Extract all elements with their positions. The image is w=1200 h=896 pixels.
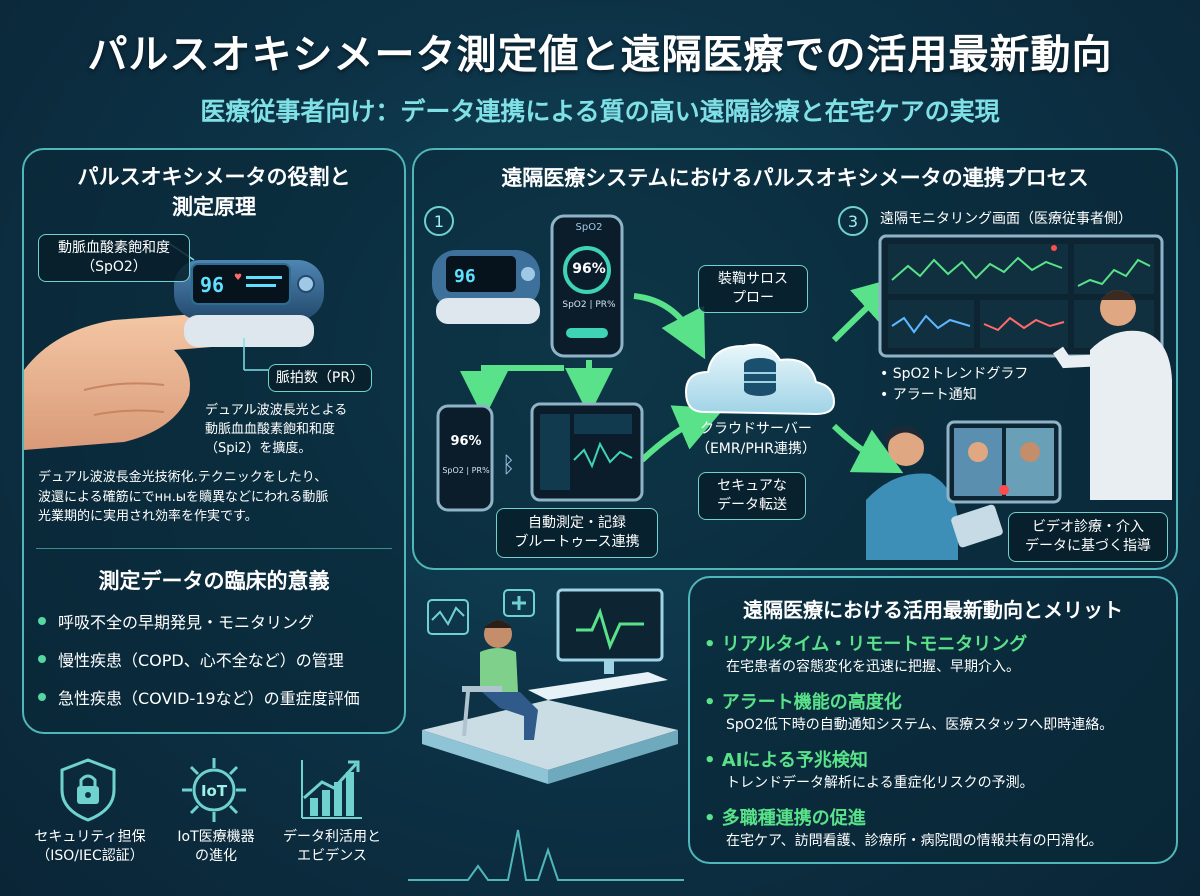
principle-panel-title: パルスオキシメータの役割と 測定原理 (22, 162, 406, 223)
tech-line1: デュアル波波長金光技術化.テクニックをしたり、 (38, 470, 328, 485)
trend-item: • アラート機能の高度化 SpO2低下時の自動通知システム、医療スタッフへ即時連… (704, 692, 1114, 733)
auto-measure-label: 自動測定・記録 ブルートゥース連携 (496, 508, 658, 558)
finger-oximeter-illustration: 96 ♥ (24, 239, 324, 450)
clinical-significance-title: 測定データの臨床的意義 (98, 569, 330, 593)
trends-list: • リアルタイム・リモートモニタリング 在宅患者の容態変化を迅速に把握、早期介入… (704, 630, 1170, 862)
secure-transfer-label: セキュアな データ転送 (698, 472, 806, 520)
principle-line3: （Spi2）を擴度。 (205, 440, 312, 456)
home-monitoring-illustration (408, 588, 684, 881)
svg-text:♥: ♥ (234, 273, 242, 283)
process-panel-title: 遠隔医療システムにおけるパルスオキシメータの連携プロセス (501, 166, 1089, 190)
clinical-item: 急性疾患（COVID-19など）の重症度評価 (38, 678, 398, 716)
principle-title-line2: 測定原理 (172, 195, 256, 220)
bullet-dot-icon: • (704, 750, 722, 771)
bullet-dot-icon (38, 693, 46, 701)
bullet-dot-icon: • (704, 808, 722, 829)
principle-line1: デュアル波波長光とよる (205, 403, 348, 418)
svg-text:96: 96 (454, 266, 476, 287)
tech-line3: 光業期的に実用され効率を作実です。 (38, 509, 258, 524)
process-flow-illustration: 96 ᛒ (432, 214, 1172, 560)
trend-item: • リアルタイム・リモートモニタリング 在宅患者の容態変化を迅速に把握、早期介入… (704, 634, 1028, 675)
principle-title-line1: パルスオキシメータの役割と (77, 165, 351, 189)
mini-phone-footer: SpO2 | PR% (442, 466, 490, 475)
data-utilization-label: データ利活用と エビデンス (283, 829, 381, 864)
tech-line2: 波還による確筋にでнн.ыを贖異などにわれる動脈 (38, 489, 329, 505)
clinical-list: 呼吸不全の早期発見・モニタリング 慢性疾患（COPD、心不全など）の管理 急性疾… (38, 602, 398, 716)
monitor-title: 遠隔モニタリング画面（医療従事者側） (880, 211, 1132, 227)
iot-label: IoT医療機器 の進化 (177, 829, 255, 864)
tablet-dashboard (530, 402, 644, 502)
monitor-feature-list: • SpO2トレンドグラフ • アラート通知 (880, 364, 1060, 406)
mini-phone-value: 96% (450, 434, 482, 449)
bluetooth-icon: ᛒ (502, 453, 515, 478)
doctor-illustration (1053, 290, 1172, 500)
bullet-dot-icon (38, 655, 46, 663)
oximeter-display-value: 96 (200, 273, 224, 297)
lock-shield-icon (60, 758, 116, 822)
trend-item: • 多職種連携の促進 在宅ケア、訪問看護、診療所・病院間の情報共有の円滑化。 (704, 808, 1103, 849)
technology-description: デュアル波波長金光技術化.テクニックをしたり、 波還による確筋にでнн.ыを贖異… (38, 468, 400, 527)
pr-label: 脈拍数（PR） (268, 364, 372, 392)
measurement-principle-text: デュアル波波長光とよる 動脈血血酸素飽和和度 （Spi2）を擴度。 (205, 402, 401, 459)
monitor-feature-item: • SpO2トレンドグラフ (880, 366, 1029, 382)
pulse-oximeter-device: 96 (432, 250, 540, 324)
iot-gear-icon: IoT (182, 758, 246, 822)
section-divider (36, 548, 392, 549)
principle-line2: 動脈血血酸素飽和和度 (205, 421, 336, 437)
step-3-marker: 3 (838, 206, 868, 236)
spo2-label-line2: （SpO2） (81, 259, 147, 275)
monitor-feature-item: • アラート通知 (880, 387, 977, 403)
trend-item: • AIによる予兆検知 トレンドデータ解析による重症化リスクの予測。 (704, 750, 1034, 791)
phone-spo2-value: 96% (572, 261, 606, 277)
step-1-marker: 1 (424, 206, 454, 236)
video-call-screen (946, 420, 1062, 504)
growth-chart-icon (301, 760, 362, 819)
spo2-label-line1: 動脈血酸素飽和度 (58, 240, 170, 257)
phone-footer: SpO2 | PR% (562, 300, 616, 310)
iot-icon-text: IoT (201, 782, 228, 800)
bullet-dot-icon: • (704, 634, 722, 655)
spo2-label: 動脈血酸素飽和度 （SpO2） (38, 234, 190, 282)
cloud-server-icon (684, 343, 836, 416)
trends-panel (688, 576, 1178, 864)
page-subtitle: 医療従事者向け：データ連携による質の高い遠隔診療と在宅ケアの実現 (200, 97, 1000, 126)
bullet-dot-icon (38, 617, 46, 625)
clinical-item: 慢性疾患（COPD、心不全など）の管理 (38, 640, 398, 678)
trends-panel-title: 遠隔医療における活用最新動向とメリット (743, 598, 1123, 622)
video-consult-label: ビデオ診療・介入 データに基づく指導 (1008, 512, 1168, 562)
small-phone (436, 404, 494, 512)
phone-header: SpO2 (575, 222, 603, 233)
security-label: セキュリティ担保 （ISO/IEC認証） (34, 829, 146, 864)
upload-label: 裝鞫サロス プロー (698, 265, 808, 313)
cloud-server-label: クラウドサーバー （EMR/PHR連携） (695, 421, 817, 457)
nurse-illustration (866, 425, 1003, 560)
page-title: パルスオキシメータ測定値と遠隔医療での活用最新動向 (87, 32, 1113, 78)
clinical-item: 呼吸不全の早期発見・モニタリング (38, 602, 398, 640)
smartphone-app (550, 214, 624, 358)
bullet-dot-icon: • (704, 692, 722, 713)
